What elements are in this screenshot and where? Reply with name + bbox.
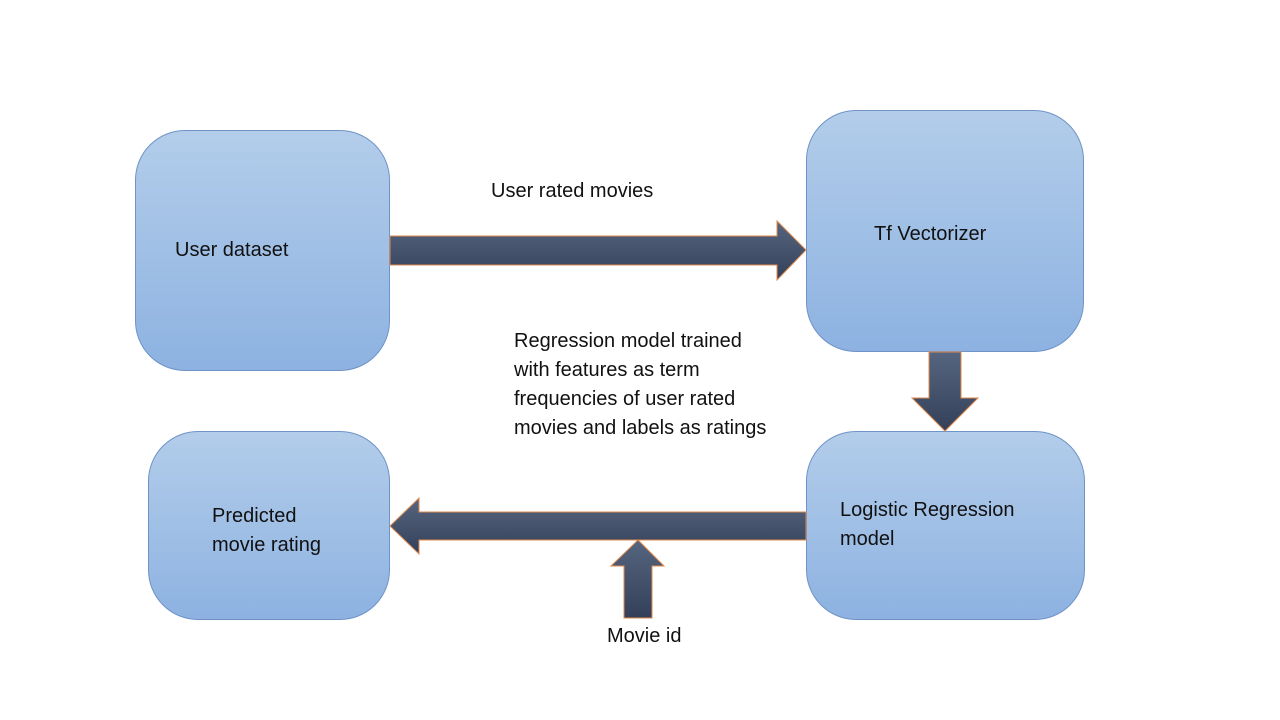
logistic-regression-label: Logistic Regression model: [840, 496, 1015, 554]
user-dataset-node[interactable]: [135, 130, 390, 371]
arrow-dataset-to-vectorizer: [389, 219, 807, 282]
logistic-regression-node[interactable]: [806, 431, 1085, 620]
user-dataset-label: User dataset: [175, 239, 289, 261]
predicted-rating-label-line-2: movie rating: [212, 534, 321, 556]
predicted-rating-label-line-1: Predicted: [212, 505, 297, 527]
regression-note-line-2: with features as term: [514, 359, 700, 381]
arrow-vectorizer-to-regression: [910, 351, 980, 432]
logistic-regression-label-line-1: Logistic Regression: [840, 499, 1015, 521]
logistic-regression-label-line-2: model: [840, 528, 895, 550]
regression-note-line-4: movies and labels as ratings: [514, 417, 767, 439]
regression-note-line-3: frequencies of user rated: [514, 388, 736, 410]
predicted-rating-label: Predicted movie rating: [212, 502, 321, 560]
regression-note: Regression model trained with features a…: [514, 327, 766, 443]
arrow-regression-to-prediction: [389, 496, 807, 556]
tf-vectorizer-label: Tf Vectorizer: [874, 223, 987, 245]
tf-vectorizer-node[interactable]: [806, 110, 1084, 352]
movie-id-label: Movie id: [607, 625, 682, 647]
arrow-movie-id-input: [609, 539, 666, 619]
predicted-rating-node[interactable]: [148, 431, 390, 620]
user-rated-movies-label: User rated movies: [491, 180, 654, 202]
regression-note-line-1: Regression model trained: [514, 330, 742, 352]
